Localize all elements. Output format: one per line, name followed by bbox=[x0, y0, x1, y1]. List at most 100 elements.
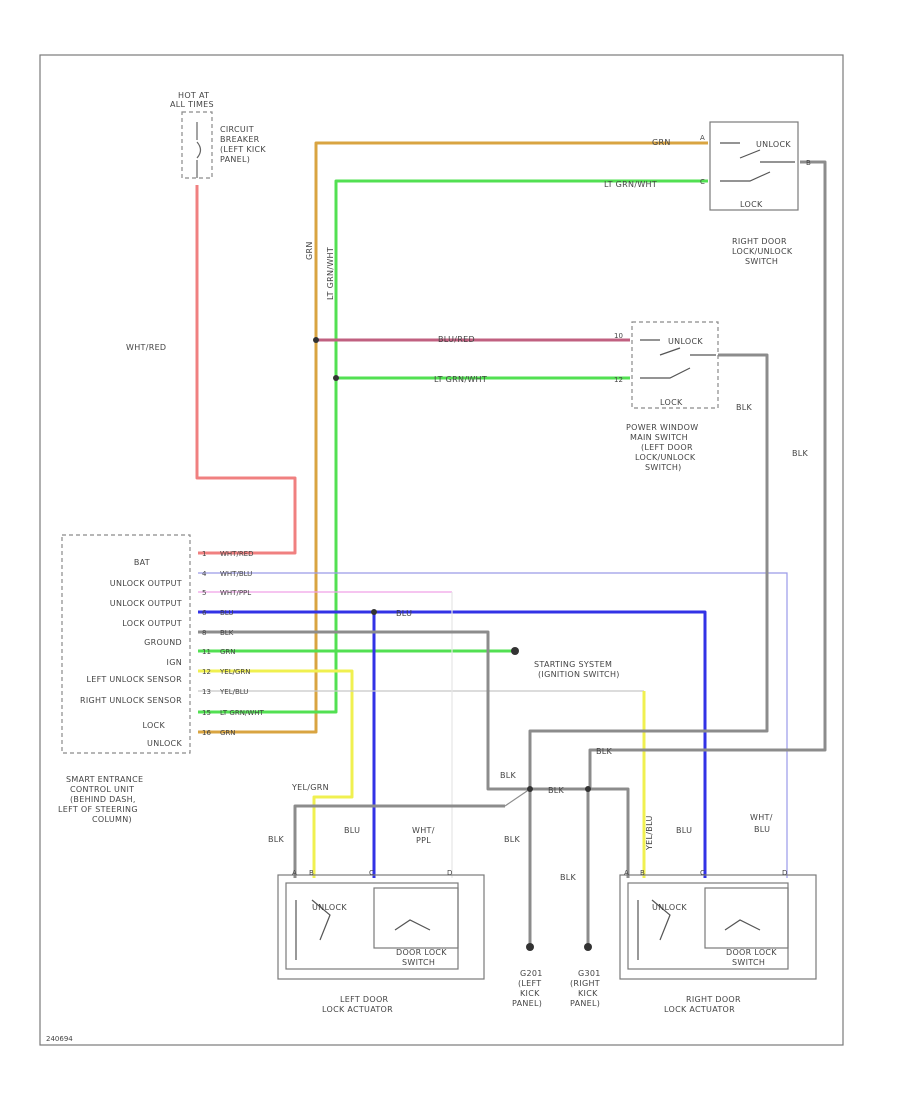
g201-label-4: PANEL) bbox=[512, 999, 542, 1008]
sec-pin-label-unlock-output-1: UNLOCK OUTPUT bbox=[110, 579, 182, 588]
starting-system-label-1: STARTING SYSTEM bbox=[534, 660, 612, 669]
svg-text:11: 11 bbox=[202, 648, 211, 656]
sec-pin-label-bat: BAT bbox=[134, 558, 150, 567]
wire-label-blk-left: BLK bbox=[268, 835, 285, 844]
sec-wire-label: YEL/GRN bbox=[219, 668, 250, 676]
sec-wire-label: LT GRN/WHT bbox=[220, 709, 265, 717]
wire-label-blk-right1: BLK bbox=[736, 403, 753, 412]
sec-pin-label-ign: IGN bbox=[167, 658, 182, 667]
wire-grn bbox=[198, 141, 708, 734]
svg-text:15: 15 bbox=[202, 709, 211, 717]
svg-text:D: D bbox=[447, 869, 452, 877]
wire-label-ltgrn-top: LT GRN/WHT bbox=[604, 180, 657, 189]
pw-label-5: SWITCH) bbox=[645, 463, 682, 472]
sec-label-2: CONTROL UNIT bbox=[70, 785, 134, 794]
junction-dot bbox=[527, 786, 533, 792]
pw-label-1: POWER WINDOW bbox=[626, 423, 698, 432]
wire-label-wht-ppl-1: WHT/ bbox=[412, 826, 435, 835]
junction-dot bbox=[585, 786, 591, 792]
wire-label-wht-blu-1: WHT/ bbox=[750, 813, 773, 822]
rs-lock-label: LOCK bbox=[740, 200, 763, 209]
wire-label-wht-ppl-2: PPL bbox=[416, 836, 431, 845]
sec-wire-label: BLK bbox=[220, 629, 234, 637]
sec-pin-label-lock-output: LOCK OUTPUT bbox=[122, 619, 182, 628]
svg-text:D: D bbox=[782, 869, 787, 877]
sec-wire-label: WHT/RED bbox=[220, 550, 254, 558]
rs-unlock-label: UNLOCK bbox=[756, 140, 791, 149]
sec-wire-label: WHT/BLU bbox=[220, 570, 252, 578]
pw-label-2: MAIN SWITCH bbox=[630, 433, 688, 442]
pw-label-3: (LEFT DOOR bbox=[641, 443, 693, 452]
svg-text:4: 4 bbox=[202, 570, 207, 578]
la-switch-label-1: DOOR LOCK bbox=[396, 948, 447, 957]
circuit-breaker: HOT AT ALL TIMES CIRCUIT BREAKER (LEFT K… bbox=[170, 91, 266, 179]
svg-text:5: 5 bbox=[202, 589, 206, 597]
wire-label-blk-right2: BLK bbox=[792, 449, 809, 458]
wire-label-wht-red: WHT/RED bbox=[126, 343, 166, 352]
wire-label-yel-grn: YEL/GRN bbox=[291, 783, 329, 792]
svg-text:13: 13 bbox=[202, 688, 211, 696]
wire-blu-lock bbox=[198, 610, 707, 878]
wire-wht-blu bbox=[198, 572, 788, 878]
right-door-lock-switch: A C B UNLOCK LOCK RIGHT DOOR LOCK/UNLOCK… bbox=[700, 121, 811, 266]
ra-switch-label-1: DOOR LOCK bbox=[726, 948, 777, 957]
wire-blk-pw bbox=[528, 353, 769, 789]
left-actuator-label-1: LEFT DOOR bbox=[340, 995, 389, 1004]
svg-text:8: 8 bbox=[202, 629, 206, 637]
breaker-label-2: BREAKER bbox=[220, 135, 260, 144]
sec-pin-label-lock: LOCK bbox=[142, 721, 165, 730]
g201-label-2: (LEFT bbox=[518, 979, 541, 988]
wire-label-blk-g201: BLK bbox=[504, 835, 521, 844]
wire-label-blu-right: BLU bbox=[676, 826, 692, 835]
wire-label-blu-left: BLU bbox=[344, 826, 360, 835]
svg-text:A: A bbox=[700, 134, 705, 142]
wire-wht-red bbox=[195, 185, 297, 555]
sec-wire-label: GRN bbox=[220, 648, 236, 656]
right-door-lock-actuator: A B C D UNLOCK DOOR LOCK SWITCH RIGHT DO… bbox=[619, 869, 817, 1014]
wire-lt-grn-wht bbox=[198, 179, 708, 714]
g201-ground-terminal bbox=[526, 943, 534, 951]
svg-text:B: B bbox=[806, 159, 811, 167]
svg-text:A: A bbox=[292, 869, 297, 877]
svg-text:1: 1 bbox=[202, 550, 206, 558]
sec-label-3: (BEHIND DASH, bbox=[70, 795, 136, 804]
wire-label-blk-junc2: BLK bbox=[548, 786, 565, 795]
sec-label-4: LEFT OF STEERING bbox=[58, 805, 138, 814]
wire-label-ltgrn-vert: LT GRN/WHT bbox=[326, 247, 335, 300]
breaker-label-4: PANEL) bbox=[220, 155, 250, 164]
g201-label-3: KICK bbox=[520, 989, 540, 998]
right-actuator-label-2: LOCK ACTUATOR bbox=[664, 1005, 735, 1014]
pw-unlock-label: UNLOCK bbox=[668, 337, 703, 346]
breaker-label-3: (LEFT KICK bbox=[220, 145, 266, 154]
svg-text:6: 6 bbox=[202, 609, 207, 617]
sec-label-5: COLUMN) bbox=[92, 815, 132, 824]
wire-label-ltgrn-mid: LT GRN/WHT bbox=[434, 375, 487, 384]
wire-label-wht-blu-2: BLU bbox=[754, 825, 770, 834]
g201-label-1: G201 bbox=[520, 969, 543, 978]
power-window-main-switch: 10 12 UNLOCK LOCK POWER WINDOW MAIN SWIT… bbox=[614, 321, 719, 472]
starting-system-terminal bbox=[511, 647, 519, 655]
g301-label-4: PANEL) bbox=[570, 999, 600, 1008]
diagram-frame bbox=[39, 54, 844, 1046]
sec-pin-label-unlock: UNLOCK bbox=[147, 739, 182, 748]
sec-wire-label: BLU bbox=[220, 609, 233, 617]
svg-text:C: C bbox=[369, 869, 374, 877]
sec-wire-label: YEL/BLU bbox=[219, 688, 248, 696]
wire-label-blk-top: BLK bbox=[596, 747, 613, 756]
sec-pin-label-ground: GROUND bbox=[144, 638, 182, 647]
wire-label-blu-red: BLU/RED bbox=[438, 335, 475, 344]
svg-text:12: 12 bbox=[202, 668, 211, 676]
la-switch-label-2: SWITCH bbox=[402, 958, 435, 967]
la-solenoid-label: UNLOCK bbox=[312, 903, 347, 912]
left-door-lock-actuator: A B C D UNLOCK DOOR LOCK SWITCH LEFT DOO… bbox=[277, 869, 485, 1014]
svg-text:10: 10 bbox=[614, 332, 623, 340]
right-switch-label-2: LOCK/UNLOCK bbox=[732, 247, 793, 256]
wire-label-grn-vert: GRN bbox=[305, 241, 314, 260]
wire-blk-rs bbox=[588, 160, 827, 789]
g301-ground-terminal bbox=[584, 943, 592, 951]
sec-pin-label-left-unlock-sensor: LEFT UNLOCK SENSOR bbox=[86, 675, 182, 684]
right-switch-label-3: SWITCH bbox=[745, 257, 778, 266]
junction-dot bbox=[333, 375, 339, 381]
